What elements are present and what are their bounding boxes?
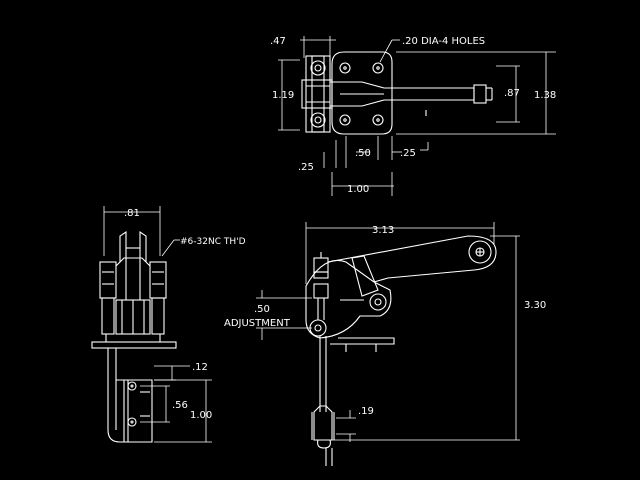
adjustment-value: .50 <box>254 304 270 315</box>
dim-0-12: .12 <box>192 362 208 373</box>
top-view-dimensions <box>278 36 556 196</box>
side-view-dimensions <box>256 222 520 442</box>
side-view: 3.13 3.30 .50 ADJUSTMENT .19 <box>224 222 546 466</box>
end-view: .81 #6-32NC TH'D .12 .56 1.00 <box>91 206 246 443</box>
dim-3-13: 3.13 <box>372 225 394 236</box>
top-view-handle-arm <box>330 81 493 116</box>
dim-0-19: .19 <box>358 406 374 417</box>
top-view-spindle-block <box>301 55 333 133</box>
dim-1-00-end: 1.00 <box>190 410 212 421</box>
dim-0-81: .81 <box>124 208 140 219</box>
thread-note: #6-32NC TH'D <box>180 237 246 247</box>
dim-0-87: .87 <box>504 88 520 99</box>
end-view-dimensions <box>103 206 212 443</box>
dim-0-25-left: .25 <box>298 162 314 173</box>
dim-0-50: .50 <box>355 148 371 159</box>
dim-0-25-right: .25 <box>400 148 416 159</box>
dim-3-30: 3.30 <box>524 300 546 311</box>
side-view-spindle <box>311 252 335 466</box>
top-view-mounting-holes <box>339 62 384 126</box>
dim-0-47: .47 <box>270 36 286 47</box>
holes-note: .20 DIA-4 HOLES <box>402 36 485 47</box>
dim-1-00-top: 1.00 <box>347 184 369 195</box>
top-view-base-plate <box>331 51 393 135</box>
dim-0-56: .56 <box>172 400 188 411</box>
top-view: .47 1.19 .25 .50 .25 1.00 .87 1.38 .20 D… <box>270 36 556 196</box>
side-view-linkage <box>305 259 395 352</box>
dim-1-38: 1.38 <box>534 90 556 101</box>
side-view-handle <box>327 235 497 297</box>
adjustment-label: ADJUSTMENT <box>224 318 291 329</box>
end-view-body <box>91 230 177 443</box>
dim-1-19: 1.19 <box>272 90 294 101</box>
